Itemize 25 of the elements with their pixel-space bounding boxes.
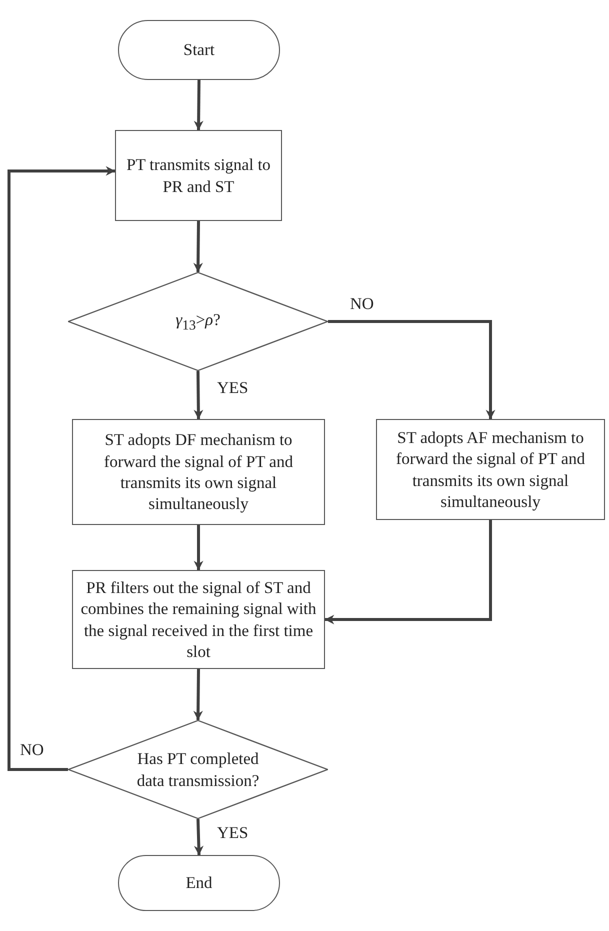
process-box xyxy=(115,130,282,221)
node-text: γ$_{13}$>ρ? xyxy=(176,308,220,334)
process-box xyxy=(72,419,325,525)
node-text: End xyxy=(186,872,212,894)
arrow xyxy=(194,818,204,856)
decision-diamond xyxy=(68,720,328,819)
arrow xyxy=(328,320,496,420)
node-text: ST adopts DF mechanism to forward the signal of PT and transmits its own signal simultaneously xyxy=(103,429,294,515)
node-text: Start xyxy=(183,39,215,61)
arrow xyxy=(324,520,492,624)
arrow xyxy=(194,80,204,130)
arrow xyxy=(194,370,204,420)
node-text: PR filters out the signal of ST and combines the remaining signal with the signal received in the first time slot xyxy=(80,576,318,662)
process-box xyxy=(72,570,325,669)
terminal-pill xyxy=(118,855,280,911)
process-box xyxy=(376,419,605,520)
arrow xyxy=(8,166,116,771)
node-text: Has PT completed data transmission? xyxy=(136,748,260,791)
arrow xyxy=(194,525,204,570)
arrow xyxy=(193,220,203,272)
arrow xyxy=(193,668,203,720)
node-text: ST adopts AF mechanism to forward the signal of PT and transmits its own signal simultaneously xyxy=(395,426,586,512)
node-text: PT transmits signal to PR and ST xyxy=(125,154,272,197)
terminal-pill xyxy=(118,20,280,80)
decision-diamond xyxy=(68,272,328,371)
